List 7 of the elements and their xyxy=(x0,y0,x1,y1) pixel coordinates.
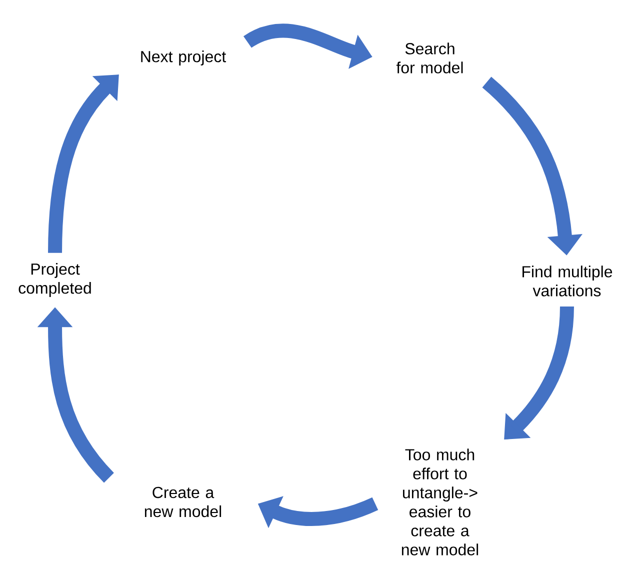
step-text: Too much effort to untangle-> easier to create a new model xyxy=(402,448,478,556)
step-text: Project completed xyxy=(18,263,91,297)
step-text: Next project xyxy=(141,50,226,66)
step-text: Search for model xyxy=(396,42,463,74)
step-text: Create a new model xyxy=(144,486,222,518)
arrow xyxy=(48,74,119,253)
step-text: Find multiple variations xyxy=(522,266,612,296)
